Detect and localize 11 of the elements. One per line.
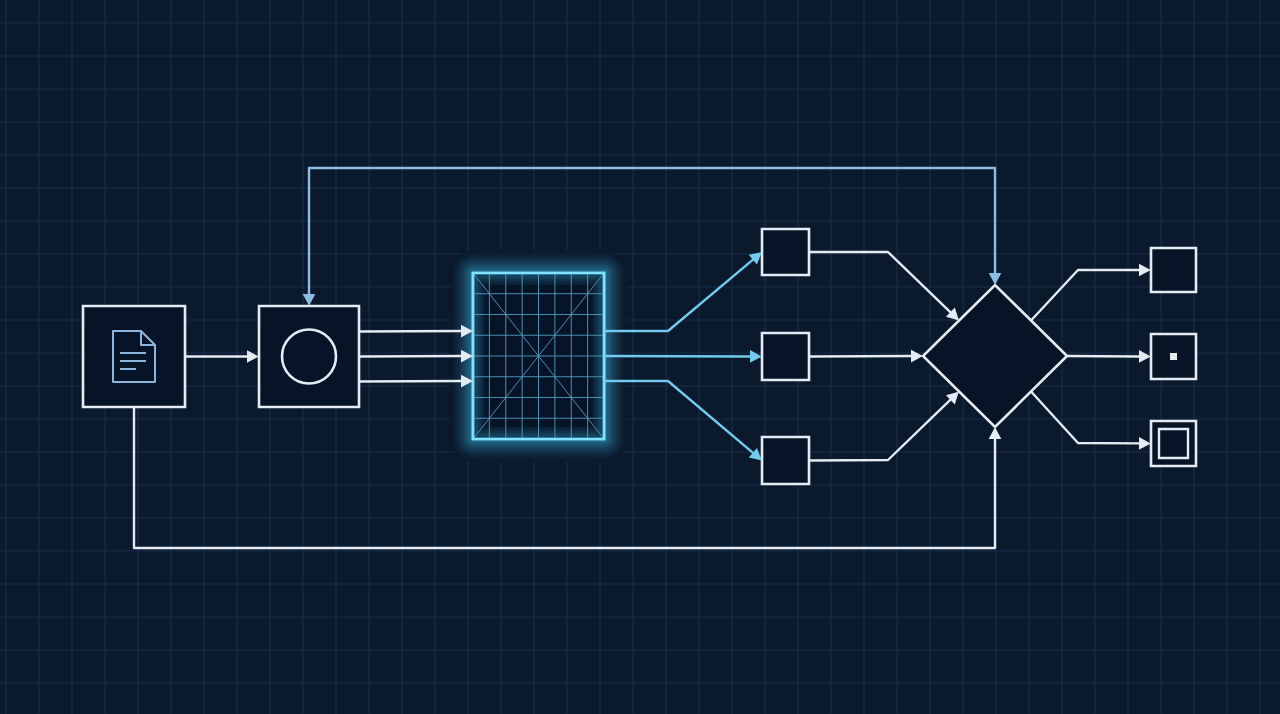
square <box>760 435 811 486</box>
square <box>1149 419 1198 468</box>
arrow <box>604 252 762 333</box>
square <box>760 331 811 382</box>
square <box>1149 332 1198 381</box>
document-box <box>81 304 187 409</box>
decision-diamond <box>921 283 1069 429</box>
grid-box <box>471 271 606 441</box>
square <box>760 227 811 277</box>
process-box <box>257 304 361 409</box>
square <box>1149 246 1198 294</box>
